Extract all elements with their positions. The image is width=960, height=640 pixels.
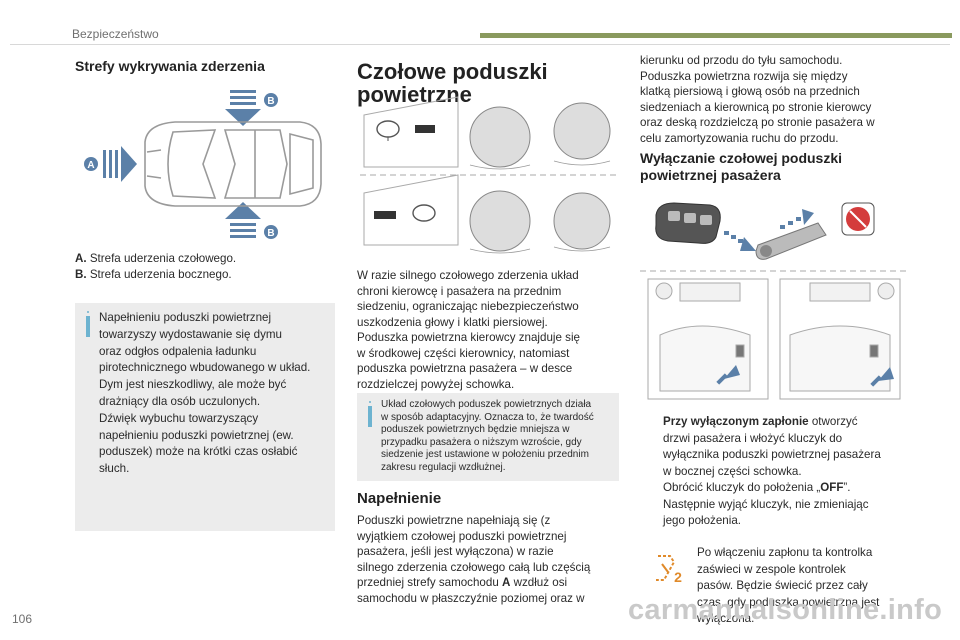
svg-text:B: B	[267, 228, 274, 239]
switch-arrow-right	[870, 367, 894, 387]
right-intro: kierunku od przodu do tyłu samochodu. Po…	[640, 54, 875, 145]
airbag-off-warning-icon	[841, 202, 875, 236]
step-item-3: Następnie wyjąć kluczyk, nie zmieniając …	[663, 497, 869, 528]
side-impact-arrow-top	[225, 90, 261, 126]
insertion-arrow-1	[724, 231, 756, 251]
passenger-dashboard-illustration	[647, 278, 901, 400]
dashboard-lhd	[363, 96, 459, 168]
key-blade-icon	[755, 222, 827, 260]
page-number: 106	[12, 612, 33, 626]
right-title: Wyłączanie czołowej poduszki powietrznej…	[640, 150, 843, 183]
left-title: Strefy wykrywania zderzenia	[75, 58, 265, 74]
legend-item-b: B. Strefa uderzenia bocznego.	[75, 267, 232, 281]
svg-text:A: A	[87, 160, 94, 171]
insertion-arrow-2	[780, 209, 814, 229]
middle-paragraph: W razie silnego czołowego zderzenia ukła…	[357, 269, 580, 391]
watermark: carmanualsonline.info	[628, 594, 943, 626]
left-info-box: Napełnieniu poduszki powietrznej towarzy…	[75, 303, 335, 531]
key-fob-icon	[655, 202, 721, 244]
car-outline	[144, 121, 322, 207]
step-item-1: Przy wyłączonym zapłonie otworzyć drzwi …	[663, 415, 881, 478]
right-warning-text: Po włączeniu zapłonu ta kontrolka zaświe…	[697, 546, 880, 625]
frontal-airbags-figure	[360, 96, 618, 254]
label-b-bottom: B	[264, 225, 278, 239]
right-steps: Przy wyłączonym zapłonie otworzyć drzwi …	[645, 414, 920, 530]
middle-subtitle: Napełnienie	[357, 490, 442, 507]
info-icon	[367, 401, 373, 427]
child-seat-warning-icon: 2	[656, 555, 682, 585]
middle-info-box: Układ czołowych poduszek powietrznych dz…	[357, 393, 619, 481]
side-impact-arrow-bottom	[225, 202, 261, 238]
switch-arrow-left	[716, 365, 740, 385]
step-item-2: Obrócić kluczyk do położenia „OFF”.	[663, 481, 851, 494]
header-rule	[10, 44, 950, 45]
section-label: Bezpieczeństwo	[72, 27, 159, 41]
car-collision-zones-figure: B B A	[84, 90, 322, 239]
svg-text:2: 2	[674, 569, 682, 585]
left-legend: A. Strefa uderzenia czołowego. B. Strefa…	[75, 251, 335, 282]
front-impact-arrow	[103, 146, 137, 182]
airbag-occupants	[469, 102, 611, 252]
middle-paragraph-2: Poduszki powietrzne napełniają się (z wy…	[357, 514, 591, 605]
airbag-seat-lines	[469, 160, 611, 254]
legend-item-a: A. Strefa uderzenia czołowego.	[75, 252, 237, 265]
label-a: A	[84, 157, 98, 171]
header-accent-bar	[480, 33, 952, 38]
svg-text:B: B	[267, 96, 274, 107]
airbag-switch-figure	[640, 202, 910, 400]
label-b-top: B	[264, 93, 278, 107]
info-icon	[85, 311, 91, 337]
dashboard-rhd	[363, 174, 459, 246]
